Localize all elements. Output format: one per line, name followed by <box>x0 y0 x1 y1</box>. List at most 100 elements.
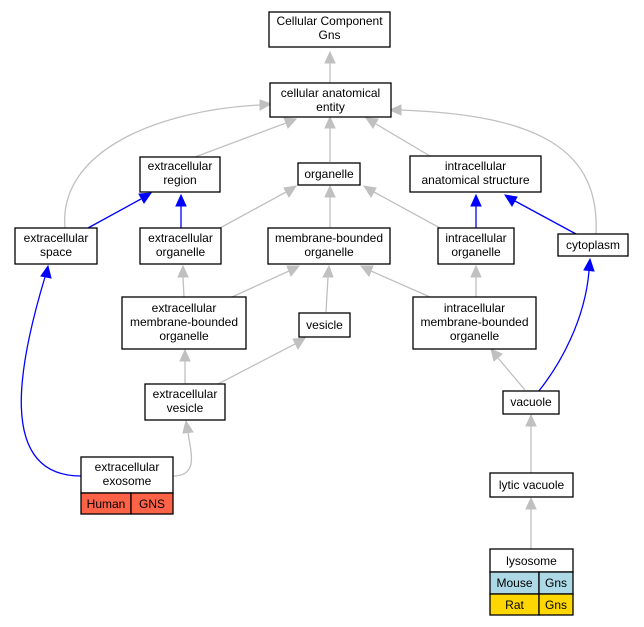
edge-ecs-to-cae <box>64 104 261 229</box>
term-lytic-vacuole[interactable]: lytic vacuole <box>489 472 574 498</box>
nodes: Cellular Component Gns cellular anatomic… <box>14 11 629 616</box>
term-label: organelle <box>451 245 501 259</box>
term-label: organelle <box>156 245 206 259</box>
term-label: organelle <box>304 167 354 181</box>
gene-label: Gns <box>545 598 567 612</box>
edge-cyt-to-ias <box>514 200 577 235</box>
term-label: exosome <box>103 474 152 488</box>
term-label: intracellular <box>445 159 506 173</box>
gene-label: GNS <box>139 497 165 511</box>
term-label: Gns <box>318 28 340 42</box>
edge-imb-to-mbo <box>370 270 431 298</box>
edges <box>20 50 597 549</box>
term-cellular-component-gns[interactable]: Cellular Component Gns <box>268 11 391 48</box>
edge-vac-to-cyt <box>537 270 590 393</box>
species-label: Rat <box>505 598 524 612</box>
term-label: organelle <box>450 329 500 343</box>
edge-ico-to-org <box>373 191 441 229</box>
arrowhead-icon <box>324 184 336 198</box>
arrowhead-icon <box>175 193 187 207</box>
arrowhead-icon <box>324 115 336 129</box>
edge-ecs-to-ecr <box>87 198 142 229</box>
arrowhead-icon <box>364 117 379 129</box>
edge-ecv-to-ves <box>217 343 296 385</box>
arrowhead-icon <box>525 413 537 427</box>
term-extracellular-exosome[interactable]: extracellular exosome <box>80 456 174 494</box>
arrowhead-icon <box>470 193 482 207</box>
edge-ves-to-mbo <box>325 276 329 313</box>
arrowhead-icon <box>283 117 298 129</box>
arrowhead-icon <box>259 99 273 111</box>
edge-ecr-to-cae <box>194 122 287 158</box>
edge-emb-to-mbo <box>231 270 290 298</box>
edge-exo-to-ecv <box>172 431 193 477</box>
term-label: extracellular <box>148 159 213 173</box>
term-vacuole[interactable]: vacuole <box>502 390 560 415</box>
arrowhead-icon <box>490 348 503 362</box>
term-label: intracellular <box>444 301 505 315</box>
gene-label: Gns <box>545 576 567 590</box>
arrowhead-icon <box>359 265 374 277</box>
arrowhead-icon <box>179 348 191 362</box>
term-organelle[interactable]: organelle <box>297 162 361 186</box>
arrowhead-icon <box>583 257 595 272</box>
edge-cyt-to-cae <box>399 109 597 235</box>
term-label: membrane-bounded <box>130 315 238 329</box>
term-label: lysosome <box>506 554 557 568</box>
term-label: intracellular <box>445 231 506 245</box>
term-label: organelle <box>304 245 354 259</box>
term-label: vesicle <box>167 401 204 415</box>
arrowhead-icon <box>388 104 402 116</box>
edge-vac-to-imb <box>497 357 526 391</box>
arrowhead-icon <box>283 185 298 198</box>
term-label: anatomical structure <box>421 173 529 187</box>
term-extracellular-membrane-bounded-organelle[interactable]: extracellular membrane-bounded organelle <box>121 296 247 350</box>
annotation-row-mouse: Mouse Gns <box>489 571 574 595</box>
term-label: vacuole <box>510 395 552 409</box>
edge-exo-to-ecs <box>20 276 82 477</box>
edge-ias-to-cae <box>375 123 431 157</box>
term-label: cellular anatomical <box>281 86 380 100</box>
arrowhead-icon <box>322 264 334 278</box>
arrowhead-icon <box>292 337 306 351</box>
term-label: organelle <box>159 329 209 343</box>
term-membrane-bounded-organelle[interactable]: membrane-bounded organelle <box>267 227 391 265</box>
edge-eco-to-org <box>219 191 287 229</box>
term-label: Cellular Component <box>276 14 383 28</box>
arrowhead-icon <box>362 185 377 198</box>
term-extracellular-vesicle[interactable]: extracellular vesicle <box>144 383 226 421</box>
term-label: region <box>163 173 196 187</box>
arrowhead-icon <box>324 50 336 64</box>
term-intracellular-membrane-bounded-organelle[interactable]: intracellular membrane-bounded organelle <box>412 296 537 350</box>
term-label: extracellular <box>152 301 217 315</box>
arrowhead-icon <box>40 264 52 279</box>
term-label: vesicle <box>306 318 343 332</box>
term-label: cytoplasm <box>566 238 620 252</box>
arrowhead-icon <box>525 496 537 510</box>
term-label: extracellular <box>24 231 89 245</box>
term-label: extracellular <box>153 387 218 401</box>
term-cellular-anatomical-entity[interactable]: cellular anatomical entity <box>269 82 392 118</box>
edge-emb-to-eco <box>182 276 185 298</box>
arrowhead-icon <box>138 192 153 204</box>
term-label: lytic vacuole <box>499 478 565 492</box>
arrowhead-icon <box>470 264 482 278</box>
term-intracellular-anatomical-structure[interactable]: intracellular anatomical structure <box>409 155 542 193</box>
arrowhead-icon <box>286 265 301 277</box>
term-cytoplasm[interactable]: cytoplasm <box>557 233 629 257</box>
term-extracellular-region[interactable]: extracellular region <box>139 156 221 193</box>
term-lysosome[interactable]: lysosome <box>489 548 574 573</box>
term-label: membrane-bounded <box>420 315 528 329</box>
annotation-row-human: Human GNS <box>80 492 174 515</box>
term-extracellular-space[interactable]: extracellular space <box>14 227 98 265</box>
arrowhead-icon <box>182 419 194 434</box>
annotation-row-rat: Rat Gns <box>489 593 574 616</box>
term-extracellular-organelle[interactable]: extracellular organelle <box>139 227 222 265</box>
term-label: extracellular <box>148 231 213 245</box>
term-intracellular-organelle[interactable]: intracellular organelle <box>437 227 515 265</box>
term-vesicle[interactable]: vesicle <box>298 312 351 338</box>
species-label: Human <box>87 497 126 511</box>
species-label: Mouse <box>496 576 532 590</box>
